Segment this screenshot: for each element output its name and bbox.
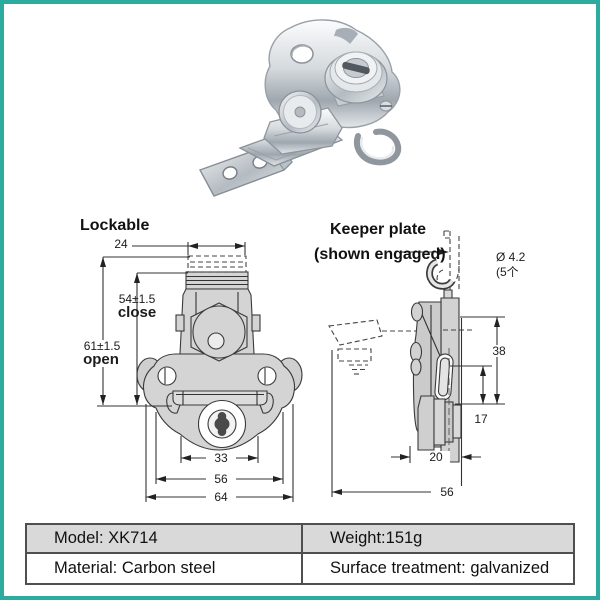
side-view-drawing (328, 230, 505, 497)
spec-table: Model: XK714 Weight:151g Material: Carbo… (25, 523, 575, 585)
product-photo (198, 19, 402, 197)
spec-cell-weight: Weight:151g (303, 525, 573, 554)
dim-label-lower-height: 17 (474, 412, 488, 426)
dim-label-outer-width: 64 (206, 491, 236, 503)
wire-loop (354, 128, 402, 166)
dim-label-close-word: close (117, 304, 157, 321)
dim-label-top-width: 24 (114, 237, 128, 251)
dim-label-depth: 20 (422, 451, 450, 463)
side-view-subtitle: (shown engaged) (314, 246, 446, 263)
dim-label-hole-diameter: Ø 4.2 (496, 250, 526, 264)
side-view-title: Keeper plate (330, 221, 427, 238)
dim-label-mid-width: 56 (206, 473, 236, 485)
spec-cell-surface: Surface treatment: galvanized (330, 559, 550, 577)
dim-label-inner-width: 33 (206, 452, 236, 464)
dim-label-open-word: open (74, 352, 128, 367)
spec-cell-model: Model: XK714 (27, 525, 303, 554)
dim-label-height: 38 (485, 345, 513, 357)
dim-label-total-depth: 56 (431, 486, 463, 498)
dim-label-hole-count: (5个 (496, 265, 519, 279)
front-view-title: Lockable (80, 217, 150, 234)
front-view-drawing (97, 242, 303, 502)
butterfly-wing (263, 90, 343, 155)
spec-cell-material: Material: Carbon steel (27, 554, 303, 583)
dim-label-open-value: 61±1.5 (78, 340, 126, 352)
key-cylinder (324, 51, 388, 107)
dim-label-close-value: 54±1.5 (118, 292, 156, 306)
